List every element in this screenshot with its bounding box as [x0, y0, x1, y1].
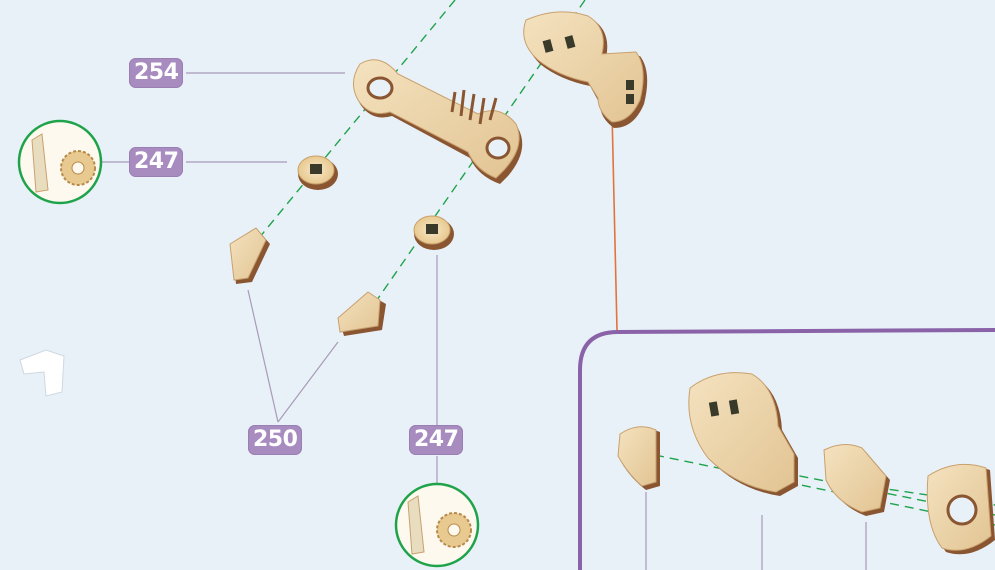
part-label-247: 247 — [129, 147, 184, 177]
part-247-spacer-right — [413, 215, 454, 250]
detail-inset — [578, 328, 995, 570]
part-label-254: 254 — [129, 58, 184, 88]
inset-piece-large-cam — [688, 372, 798, 496]
gear-indicator-icon — [394, 482, 480, 568]
part-bracket-top — [523, 11, 648, 128]
inset-piece-small-left — [617, 426, 660, 490]
part-250-foot-left — [229, 227, 270, 284]
part-247-spacer-left — [297, 155, 338, 190]
part-254-bar — [353, 59, 523, 184]
back-arrow-icon[interactable] — [19, 349, 65, 397]
leader-lines — [102, 72, 867, 570]
callout-line — [611, 111, 618, 331]
part-label-250: 250 — [248, 425, 303, 455]
gear-indicator-icon — [17, 119, 103, 205]
inset-piece-medium — [823, 444, 890, 516]
inset-piece-gear-round — [926, 463, 995, 555]
part-label-247: 247 — [409, 425, 464, 455]
part-250-foot-right — [337, 291, 386, 336]
